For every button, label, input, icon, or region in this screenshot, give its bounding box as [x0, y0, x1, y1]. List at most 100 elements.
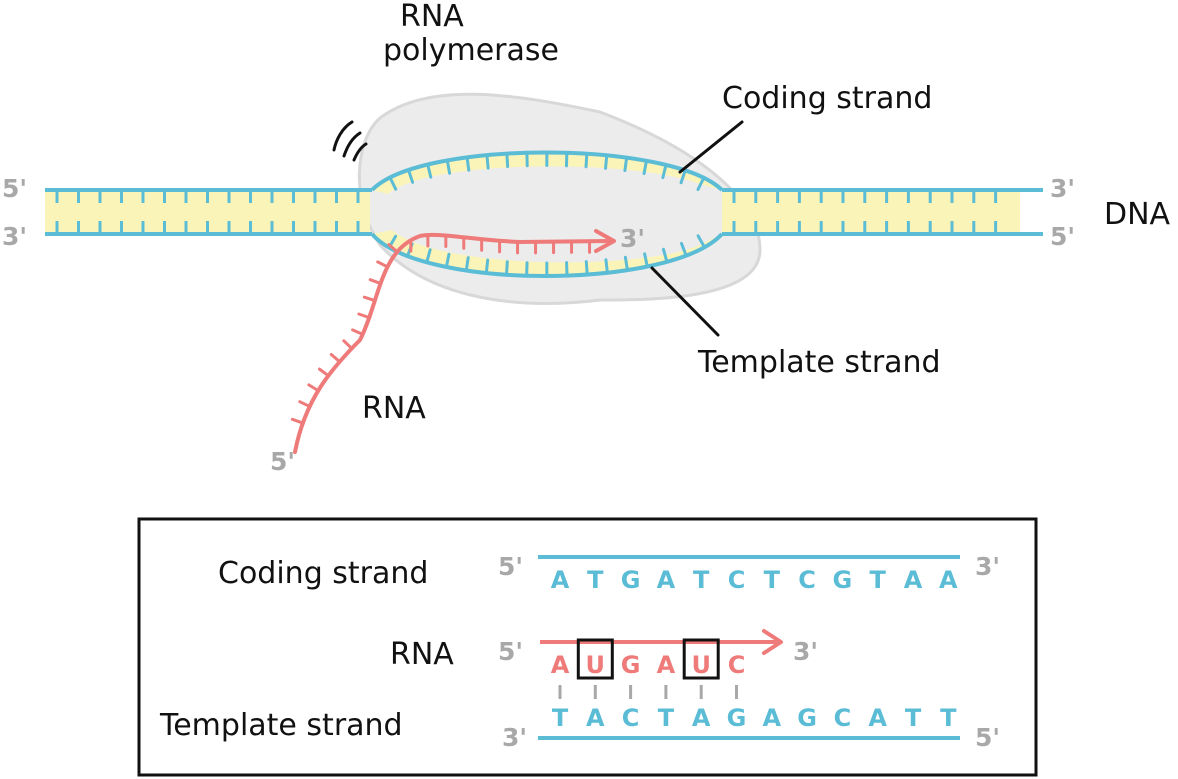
rung-tick [445, 158, 452, 175]
rna-tick [362, 295, 377, 303]
bubble-bottom-bases [372, 230, 722, 276]
coding-base: G [621, 566, 641, 594]
rung-tick [623, 255, 629, 272]
rna-base: G [621, 651, 641, 679]
dna-left-rungs [55, 190, 360, 234]
box-rna-label: RNA [390, 637, 454, 672]
box-coding-right-prime: 3' [975, 552, 1000, 581]
rna-arrowhead [594, 229, 616, 253]
rung-tick [504, 260, 509, 277]
rna-tick [307, 383, 320, 393]
coding-strand-arc [370, 150, 724, 192]
template-base: C [834, 704, 852, 732]
coding-base: A [904, 566, 923, 594]
rung-tick [584, 260, 589, 277]
coding-base: T [764, 566, 781, 594]
box-template-left-prime: 3' [502, 723, 527, 752]
coding-base: C [728, 566, 746, 594]
template-base: A [586, 704, 605, 732]
dna-label: DNA [1104, 197, 1171, 232]
left-bottom-prime: 3' [2, 222, 27, 251]
rna-tick [376, 260, 389, 269]
rna-tick [387, 243, 399, 254]
rna-tip-prime: 3' [620, 224, 645, 253]
right-bottom-prime: 5' [1050, 222, 1075, 251]
template-base: A [763, 704, 782, 732]
rung-tick [485, 153, 490, 170]
rung-tick [623, 156, 629, 173]
rung-tick [444, 252, 451, 269]
coding-base: A [551, 566, 570, 594]
left-top-prime: 5' [2, 174, 27, 203]
box-coding-label: Coding strand [218, 556, 428, 591]
polymerase-label-line1: RNA [400, 0, 464, 34]
box-coding-left-prime: 5' [498, 552, 523, 581]
rung-tick [426, 163, 433, 179]
bubble-top-bases [372, 152, 722, 194]
template-base: A [692, 704, 711, 732]
coding-strand-label: Coding strand [722, 81, 932, 116]
coding-base: T [870, 566, 887, 594]
template-base: G [727, 704, 747, 732]
uracil-highlight-box [682, 638, 720, 680]
template-leader-line [650, 266, 720, 337]
template-base: T [940, 704, 957, 732]
bubble-rungs [387, 151, 706, 278]
template-strand-label: Template strand [697, 345, 941, 380]
rung-tick [465, 155, 471, 172]
dna-right-base-fill [722, 190, 1020, 234]
rna-base: U [586, 651, 606, 679]
template-base: C [622, 704, 640, 732]
box-rna-right-prime: 3' [793, 637, 818, 666]
template-base: T [552, 704, 569, 732]
rna-ticks [290, 233, 592, 425]
rna-base: A [551, 651, 570, 679]
sequence-box [137, 517, 1038, 777]
rna-tick [317, 367, 330, 378]
rung-tick [604, 153, 609, 170]
rung-tick [464, 256, 470, 272]
coding-base: A [939, 566, 958, 594]
coding-base: T [693, 566, 710, 594]
rung-tick [505, 152, 510, 169]
coding-base: G [833, 566, 853, 594]
rung-tick [679, 168, 687, 185]
rna-tick [357, 312, 371, 320]
template-base: G [797, 704, 817, 732]
uracil-highlight-box [576, 638, 614, 680]
template-strand-arc [370, 232, 724, 278]
template-base: T [905, 704, 922, 732]
box-rna-arrowhead [762, 629, 783, 655]
rung-tick [484, 258, 490, 275]
rung-tick [643, 252, 649, 269]
coding-base: C [798, 566, 816, 594]
box-template-label: Template strand [159, 708, 403, 743]
rna-tick [351, 328, 365, 336]
rung-tick [679, 241, 688, 258]
coding-base: T [587, 566, 604, 594]
rna-polymerase-blob [357, 92, 762, 305]
coding-leader-line [678, 120, 744, 174]
rna-base: A [657, 651, 676, 679]
rung-tick [388, 176, 398, 191]
rung-tick [584, 152, 589, 169]
rung-tick [604, 258, 609, 275]
right-top-prime: 3' [1050, 174, 1075, 203]
rung-tick [406, 168, 415, 184]
rung-tick [661, 163, 668, 180]
rna-tick [368, 278, 383, 285]
rna-tick [342, 339, 354, 350]
template-base: A [868, 704, 887, 732]
dna-right-rungs [732, 190, 998, 234]
rna-base: C [728, 651, 746, 679]
rna-tail-prime: 5' [270, 447, 295, 476]
rung-tick [642, 159, 648, 176]
base-pair-ticks [558, 685, 738, 699]
rna-base: U [691, 651, 711, 679]
rung-tick [696, 234, 706, 249]
rna-tick [298, 400, 312, 408]
